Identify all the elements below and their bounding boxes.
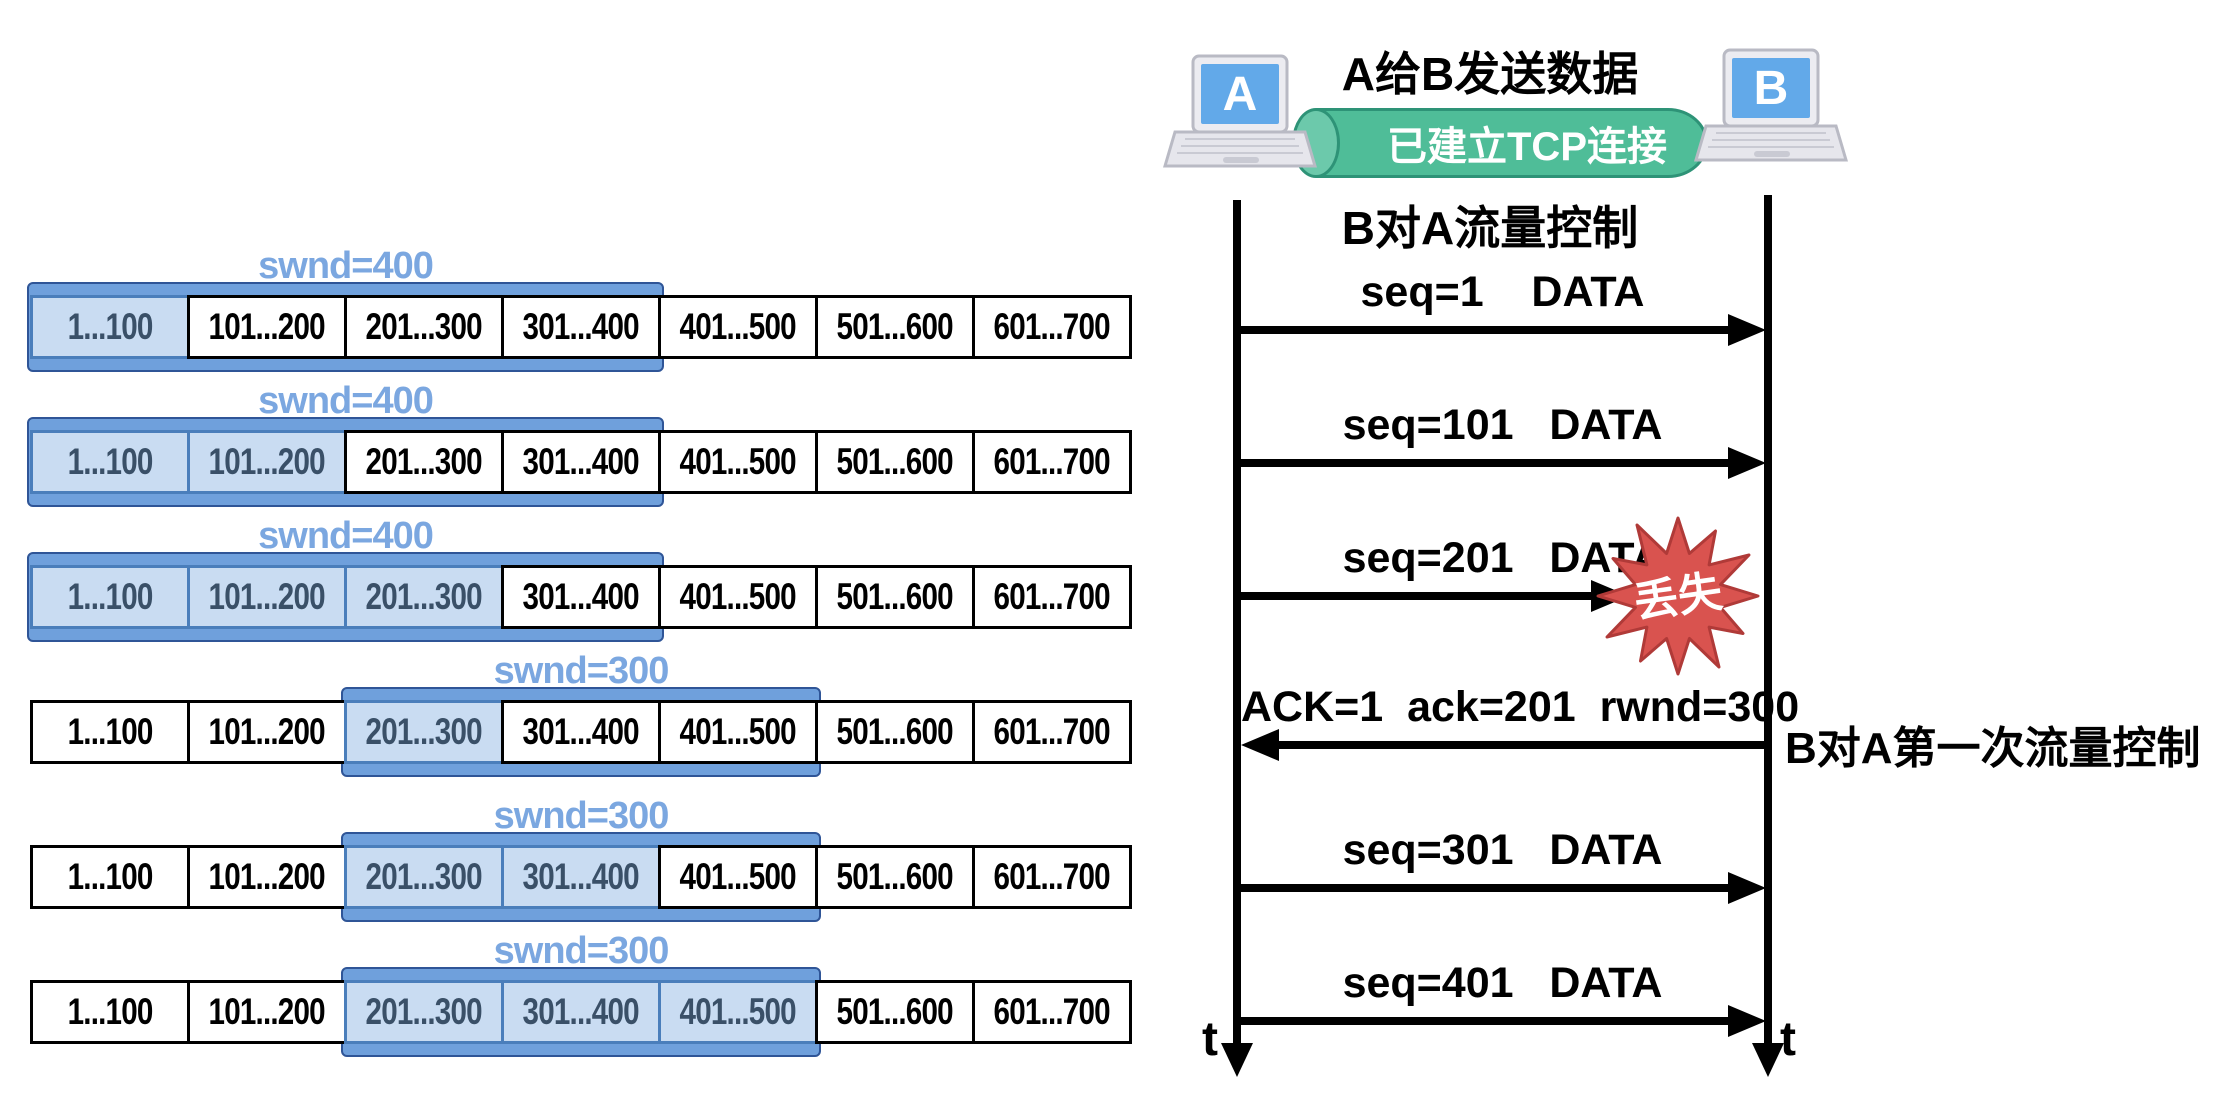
- byte-range-cell: 201...300: [344, 565, 504, 629]
- send-buffer-row: swnd=300 1...100 101...200 201...300 301…: [30, 930, 1132, 1057]
- message-line: [1241, 459, 1728, 467]
- send-buffer-row: swnd=400 1...100 101...200 201...300 301…: [27, 515, 1132, 642]
- byte-range-cell: 401...500: [658, 700, 818, 764]
- byte-range-cells: 1...100 101...200 201...300 301...400 40…: [30, 430, 1132, 494]
- swnd-label: swnd=400: [258, 245, 434, 287]
- byte-range-cell: 1...100: [30, 700, 190, 764]
- message-line: [1241, 326, 1728, 334]
- message-label: ACK=1 ack=201 rwnd=300: [1241, 683, 1800, 731]
- message-arrowhead-icon: [1728, 314, 1766, 346]
- byte-range-cell: 601...700: [972, 565, 1132, 629]
- byte-range-cells: 1...100 101...200 201...300 301...400 40…: [30, 700, 1132, 764]
- byte-range-cell: 201...300: [344, 845, 504, 909]
- lifeline-a-arrowhead-icon: [1221, 1043, 1253, 1077]
- byte-range-cell: 101...200: [187, 980, 347, 1044]
- byte-range-cell: 301...400: [501, 430, 661, 494]
- byte-range-cell: 301...400: [501, 565, 661, 629]
- byte-range-cell: 201...300: [344, 980, 504, 1044]
- swnd-label: swnd=300: [493, 930, 670, 972]
- send-buffer-row: swnd=300 1...100 101...200 201...300 301…: [30, 650, 1132, 777]
- host-b-label: B: [1754, 62, 1789, 115]
- byte-range-cell: 401...500: [658, 980, 818, 1044]
- byte-range-cell: 401...500: [658, 565, 818, 629]
- byte-range-cells: 1...100 101...200 201...300 301...400 40…: [30, 845, 1132, 909]
- swnd-label: swnd=300: [493, 795, 670, 837]
- byte-range-cell: 401...500: [658, 430, 818, 494]
- host-a-label: A: [1223, 68, 1258, 121]
- byte-range-cell: 1...100: [30, 980, 190, 1044]
- caption-a-sends-data: A给B发送数据: [1341, 48, 1639, 100]
- swnd-label: swnd=400: [258, 515, 434, 557]
- byte-range-cell: 301...400: [501, 700, 661, 764]
- byte-range-cell: 501...600: [815, 845, 975, 909]
- byte-range-cell: 101...200: [187, 845, 347, 909]
- byte-range-cell: 1...100: [30, 430, 190, 494]
- byte-range-cells: 1...100 101...200 201...300 301...400 40…: [30, 295, 1132, 359]
- byte-range-cell: 201...300: [344, 700, 504, 764]
- byte-range-cell: 501...600: [815, 430, 975, 494]
- byte-range-cell: 601...700: [972, 845, 1132, 909]
- byte-range-cell: 601...700: [972, 980, 1132, 1044]
- message-label: seq=101 DATA: [1342, 401, 1663, 449]
- byte-range-cell: 601...700: [972, 700, 1132, 764]
- byte-range-cell: 201...300: [344, 430, 504, 494]
- byte-range-cells: 1...100 101...200 201...300 301...400 40…: [30, 565, 1132, 629]
- byte-range-cell: 301...400: [501, 845, 661, 909]
- time-axis-label-b: t: [1780, 1013, 1796, 1066]
- send-buffer-row: swnd=300 1...100 101...200 201...300 301…: [30, 795, 1132, 922]
- swnd-label: swnd=300: [493, 650, 670, 692]
- byte-range-cell: 301...400: [501, 980, 661, 1044]
- message-arrowhead-icon: [1728, 872, 1766, 904]
- swnd-label: swnd=400: [258, 380, 434, 422]
- laptop-a-icon: A: [1162, 54, 1317, 168]
- byte-range-cell: 201...300: [344, 295, 504, 359]
- byte-range-cell: 1...100: [30, 565, 190, 629]
- byte-range-cell: 101...200: [187, 430, 347, 494]
- message-label: seq=401 DATA: [1342, 959, 1663, 1007]
- send-buffer-row: swnd=400 1...100 101...200 201...300 301…: [27, 380, 1132, 507]
- lifeline-b-arrowhead-icon: [1752, 1043, 1784, 1077]
- lifeline-b: [1764, 195, 1772, 1043]
- first-flow-control-note: B对A第一次流量控制: [1785, 724, 2201, 773]
- byte-range-cell: 301...400: [501, 295, 661, 359]
- byte-range-cell: 501...600: [815, 980, 975, 1044]
- message-label: seq=1 DATA: [1360, 268, 1645, 316]
- message-arrowhead-icon: [1728, 1005, 1766, 1037]
- laptop-b-icon: B: [1693, 48, 1848, 162]
- byte-range-cell: 501...600: [815, 295, 975, 359]
- time-axis-label-a: t: [1202, 1013, 1218, 1066]
- byte-range-cell: 101...200: [187, 700, 347, 764]
- message-line: [1241, 1017, 1728, 1025]
- byte-range-cell: 101...200: [187, 295, 347, 359]
- lost-burst-icon: 丢失: [1596, 516, 1760, 676]
- byte-range-cell: 1...100: [30, 295, 190, 359]
- message-arrowhead-icon: [1728, 447, 1766, 479]
- byte-range-cells: 1...100 101...200 201...300 301...400 40…: [30, 980, 1132, 1044]
- message-line: [1277, 741, 1764, 749]
- tcp-connection-label: 已建立TCP连接: [1387, 125, 1667, 169]
- lifeline-a: [1233, 200, 1241, 1043]
- byte-range-cell: 401...500: [658, 845, 818, 909]
- message-line: [1241, 592, 1591, 600]
- message-arrowhead-icon: [1241, 729, 1279, 761]
- byte-range-cell: 501...600: [815, 700, 975, 764]
- send-buffer-row: swnd=400 1...100 101...200 201...300 301…: [27, 245, 1132, 372]
- byte-range-cell: 1...100: [30, 845, 190, 909]
- byte-range-cell: 601...700: [972, 295, 1132, 359]
- caption-flow-control: B对A流量控制: [1341, 202, 1639, 254]
- byte-range-cell: 601...700: [972, 430, 1132, 494]
- message-line: [1241, 884, 1728, 892]
- byte-range-cell: 101...200: [187, 565, 347, 629]
- tcp-connection-pipe: 已建立TCP连接: [1316, 108, 1708, 178]
- byte-range-cell: 401...500: [658, 295, 818, 359]
- message-label: seq=301 DATA: [1342, 826, 1663, 874]
- byte-range-cell: 501...600: [815, 565, 975, 629]
